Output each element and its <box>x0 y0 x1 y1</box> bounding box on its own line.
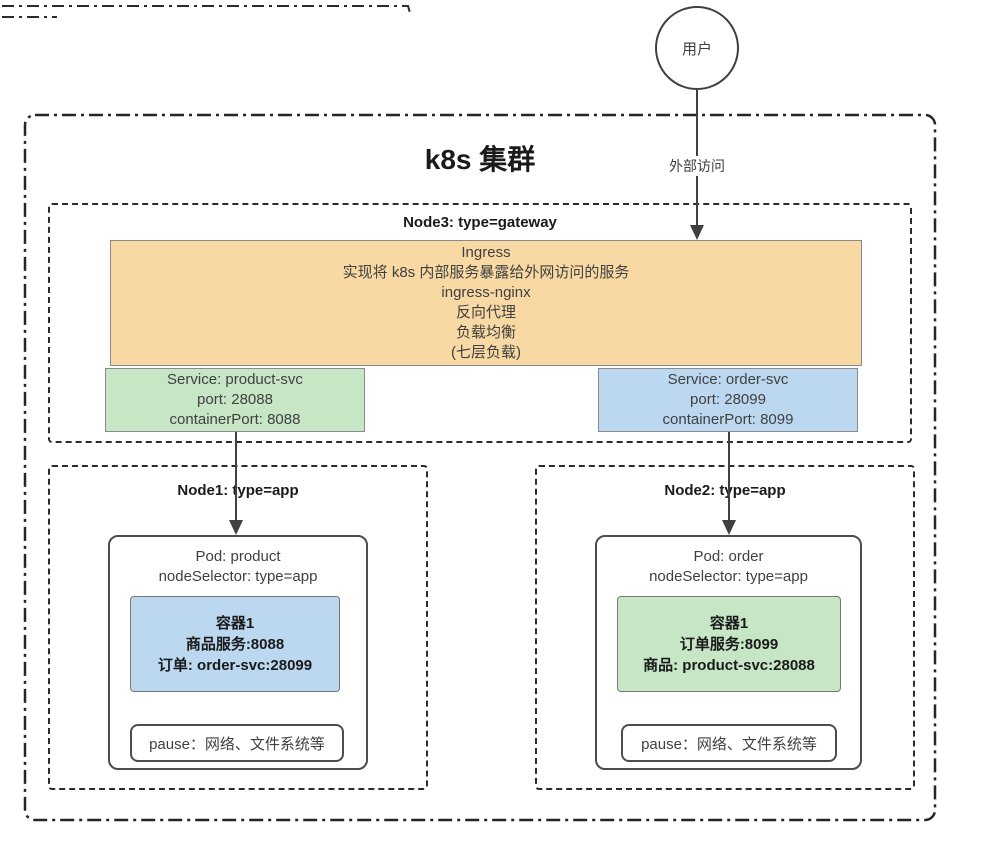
service-product-line: containerPort: 8088 <box>169 411 301 428</box>
user-label: 用户 <box>681 40 712 58</box>
ingress-line: 反向代理 <box>455 304 516 321</box>
external-access-label: 外部访问 <box>662 156 732 176</box>
container-product-line: 订单: order-svc:28099 <box>157 656 313 674</box>
service-product-box: Service: product-svc port: 28088 contain… <box>105 368 365 432</box>
ingress-line: 负载均衡 <box>455 324 516 341</box>
pod-order-title-line: nodeSelector: type=app <box>649 568 808 585</box>
service-order-box: Service: order-svc port: 28099 container… <box>598 368 858 432</box>
container-product-line: 商品服务:8088 <box>185 635 285 653</box>
cluster-title: k8s 集群 <box>424 144 536 175</box>
ingress-line: ingress-nginx <box>441 284 531 301</box>
ingress-line: 实现将 k8s 内部服务暴露给外网访问的服务 <box>342 264 630 281</box>
container-order-line: 商品: product-svc:28088 <box>643 656 815 674</box>
service-order-line: port: 28099 <box>690 391 766 408</box>
container-order-line: 容器1 <box>709 614 749 632</box>
container-product-line: 容器1 <box>215 614 255 632</box>
ingress-line: Ingress <box>461 244 511 261</box>
container-product-box: 容器1 商品服务:8088 订单: order-svc:28099 <box>130 596 340 692</box>
cropped-box-fragment <box>2 5 411 14</box>
pod-product-title-line: nodeSelector: type=app <box>158 568 318 585</box>
service-product-line: Service: product-svc <box>167 371 303 388</box>
pod-order-title-line: Pod: order <box>693 548 764 565</box>
pause-box-product: pause：网络、文件系统等 <box>130 724 344 762</box>
node1-title: Node1: type=app <box>177 482 299 499</box>
service-order-line: containerPort: 8099 <box>662 411 794 428</box>
container-order-box: 容器1 订单服务:8099 商品: product-svc:28088 <box>617 596 841 692</box>
node3-title: Node3: type=gateway <box>403 214 557 231</box>
service-order-line: Service: order-svc <box>667 371 789 388</box>
pod-product-title-line: Pod: product <box>195 548 281 565</box>
node2-title: Node2: type=app <box>664 482 786 499</box>
service-product-line: port: 28088 <box>197 391 273 408</box>
ingress-line: (七层负载) <box>451 344 521 361</box>
container-order-line: 订单服务:8099 <box>679 635 779 653</box>
pause-box-order: pause：网络、文件系统等 <box>621 724 837 762</box>
pause-order-label: pause：网络、文件系统等 <box>641 735 817 753</box>
user-node: 用户 <box>655 6 739 90</box>
ingress-box: Ingress 实现将 k8s 内部服务暴露给外网访问的服务 ingress-n… <box>110 240 862 366</box>
pause-product-label: pause：网络、文件系统等 <box>149 735 325 753</box>
